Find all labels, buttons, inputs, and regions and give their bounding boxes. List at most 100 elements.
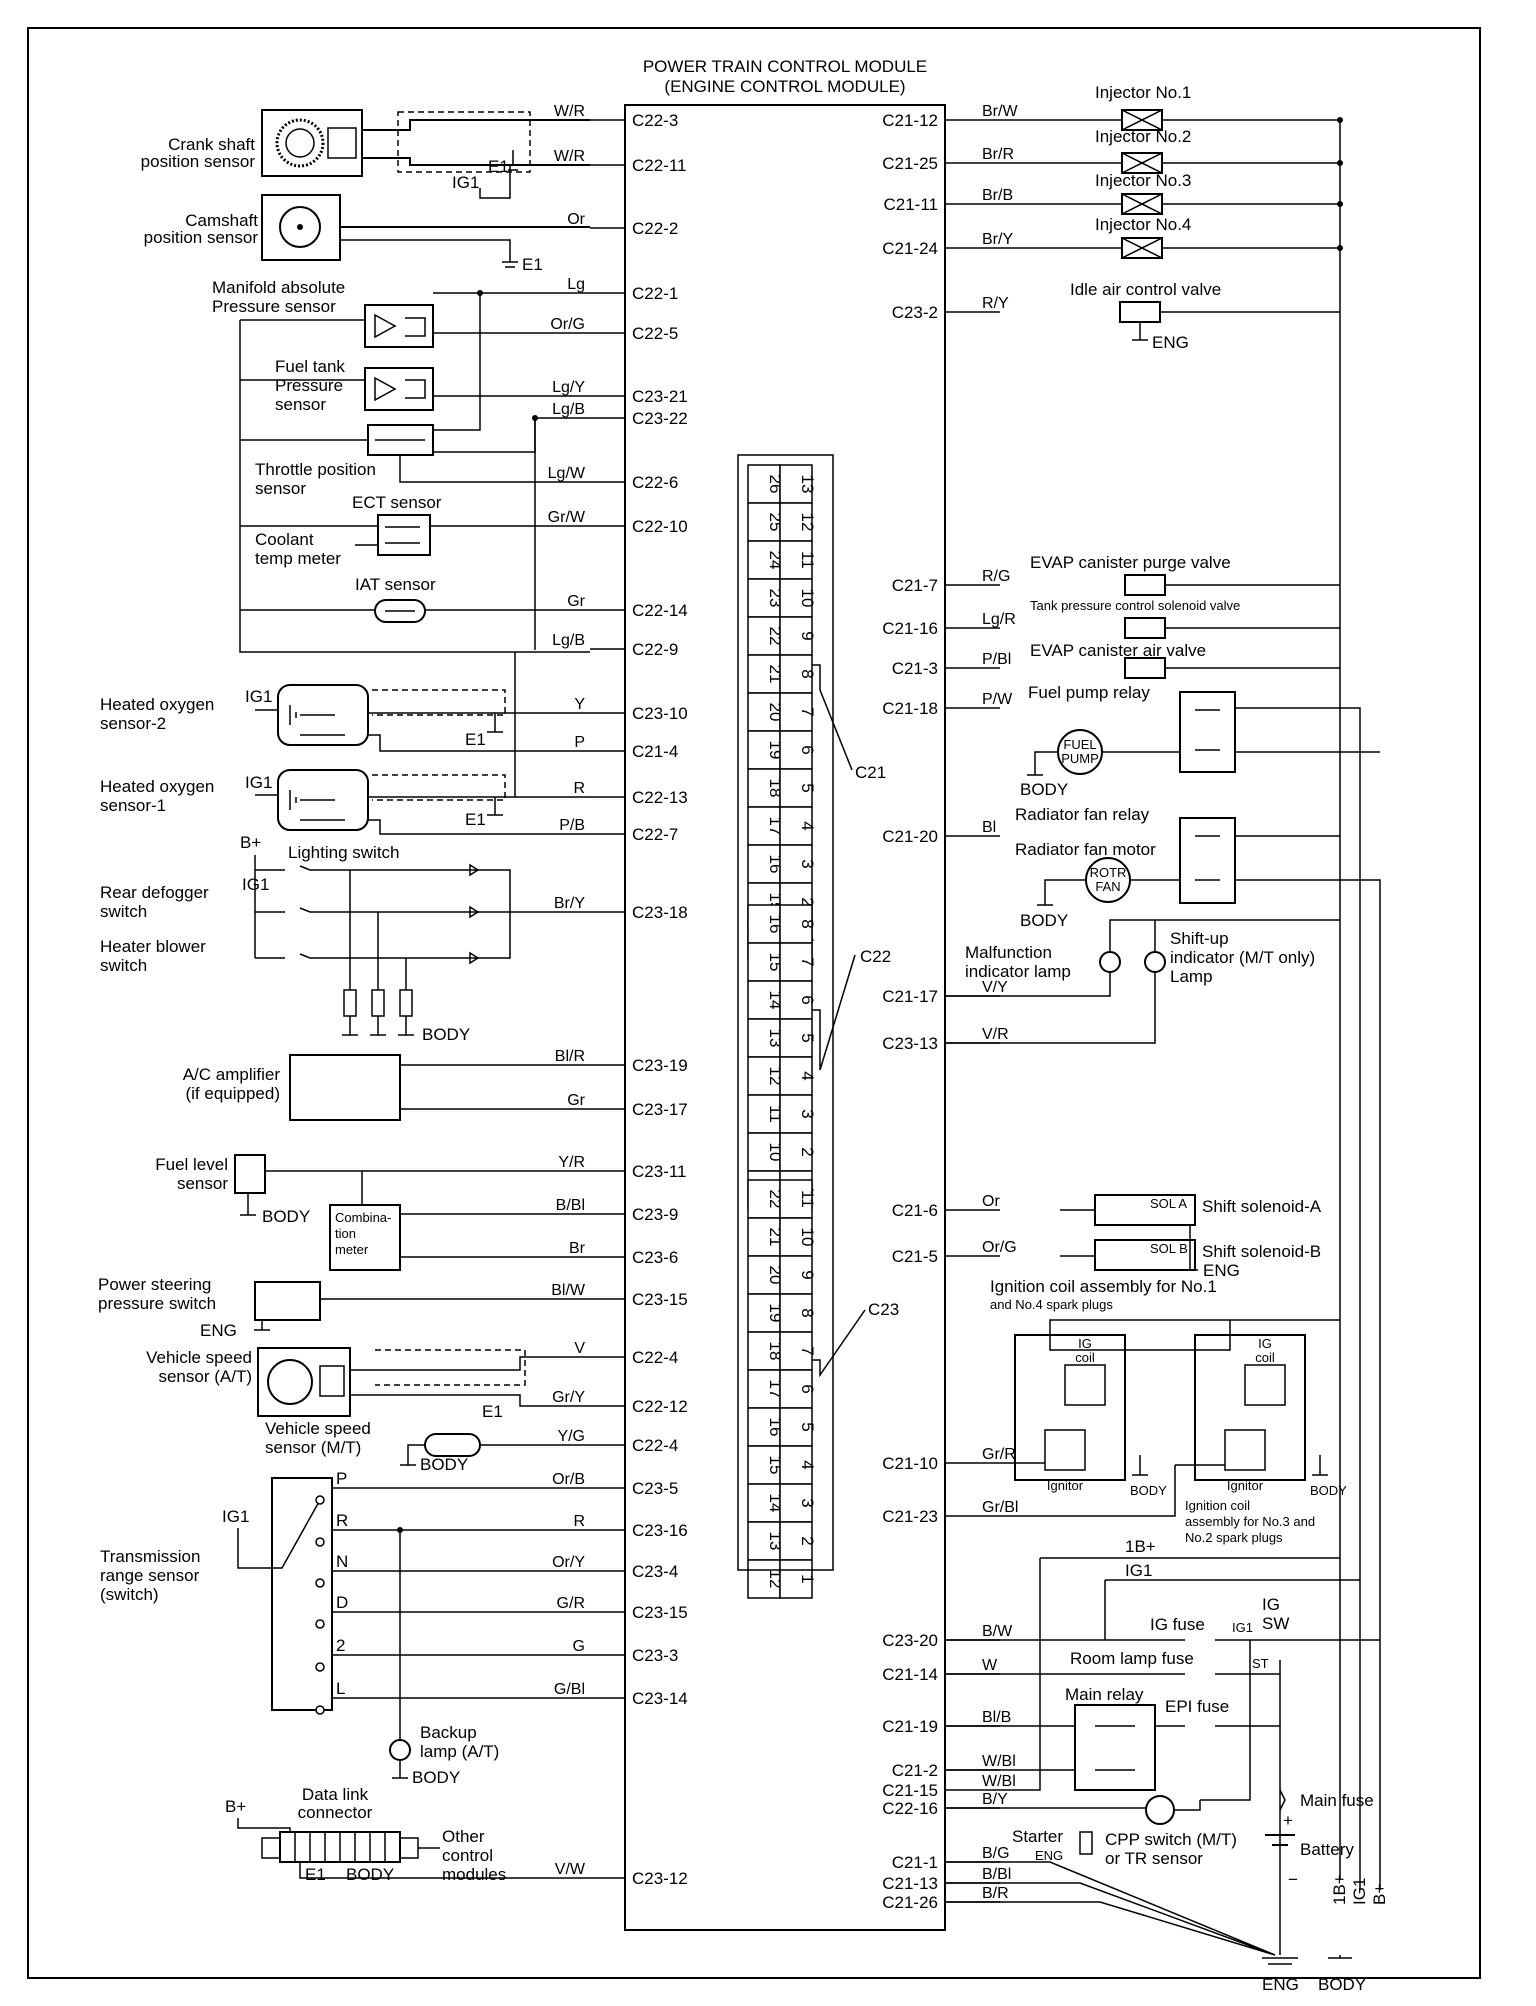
left-wire-label: W/R [554, 103, 585, 120]
combi-label-3: meter [335, 1242, 369, 1257]
connector-pin-number: 2 [798, 1147, 817, 1156]
connector-cell [779, 1132, 813, 1172]
right-pin-label: C21-7 [892, 576, 938, 595]
other-label-2: control [442, 1846, 493, 1865]
left-wire-label: Lg/Y [552, 379, 585, 396]
right-wire-label: B/W [982, 1623, 1013, 1640]
battery-plus: + [1283, 1811, 1293, 1830]
left-wire-label: V/W [555, 1861, 586, 1878]
left-wire-label: R [573, 1513, 585, 1530]
connector-cell [779, 1369, 813, 1409]
right-wire-label: Gr/R [982, 1446, 1016, 1463]
heated-oxygen-sensor-2 [277, 684, 506, 746]
sol-a-text: SOL A [1150, 1196, 1187, 1211]
heater-label-2: switch [100, 956, 147, 975]
right-wire-label: W/Bl [982, 1773, 1016, 1790]
inj1-label: Injector No.1 [1095, 83, 1191, 102]
ecm-title-line1: POWER TRAIN CONTROL MODULE [643, 57, 927, 76]
left-pin-label: C23-14 [632, 1689, 688, 1708]
ho2s2-label-2: sensor-2 [100, 714, 166, 733]
tps-label-2: sensor [255, 479, 306, 498]
vss-mt-body: BODY [420, 1455, 468, 1474]
combination-meter [329, 1204, 401, 1271]
trs-label-1: Transmission [100, 1547, 200, 1566]
left-pin-label: C23-4 [632, 1562, 678, 1581]
switch-body: BODY [422, 1025, 470, 1044]
right-pin-label: C22-16 [882, 1799, 938, 1818]
ig-sw-label-2: SW [1262, 1614, 1289, 1633]
connector-cell [779, 1521, 813, 1561]
right-wire-label: B/R [982, 1885, 1009, 1902]
left-wire-label: G [573, 1638, 585, 1655]
right-wire-label: W/Bl [982, 1753, 1016, 1770]
left-wire-label: Gr/W [548, 509, 586, 526]
fp-relay-label: Fuel pump relay [1028, 683, 1150, 702]
right-wire-label: Br/Y [982, 231, 1013, 248]
fuel-tank-pressure-sensor [364, 367, 434, 411]
connector-pin-number: 7 [798, 1346, 817, 1355]
right-pin-label: C21-26 [882, 1893, 938, 1912]
tank-press-label: Tank pressure control solenoid valve [1030, 598, 1240, 613]
right-pin-label: C21-2 [892, 1761, 938, 1780]
vss-mt-sensor [424, 1433, 481, 1457]
rad-fan-text-2: FAN [1095, 879, 1120, 894]
tps-label-1: Throttle position [255, 460, 376, 479]
transmission-range-sensor [271, 1477, 333, 1711]
right-pin-label: C21-13 [882, 1874, 938, 1893]
trs-position-label: N [336, 1552, 348, 1571]
mil-label-2: indicator lamp [965, 962, 1071, 981]
left-pin-label: C22-12 [632, 1397, 688, 1416]
left-pin-label: C22-10 [632, 517, 688, 536]
c21-label: C21 [855, 763, 886, 782]
connector-cell [779, 942, 813, 982]
right-pin-label: C23-20 [882, 1631, 938, 1650]
ignition-coil-assembly-1 [1014, 1334, 1126, 1481]
connector-pin-number: 8 [798, 1308, 817, 1317]
fuel-level-sensor [234, 1154, 266, 1194]
fuel-level-label-1: Fuel level [155, 1155, 228, 1174]
connector-pin-number: 4 [798, 821, 817, 830]
right-pin-label: C21-12 [882, 111, 938, 130]
right-wire-label: B/Bl [982, 1866, 1011, 1883]
connector-pin-number: 4 [798, 1460, 817, 1469]
epi-fuse-label: EPI fuse [1165, 1697, 1229, 1716]
connector-pin-number: 4 [798, 1071, 817, 1080]
lighting-label: Lighting switch [288, 843, 400, 862]
mil-lamp [1099, 951, 1121, 973]
left-pin-label: C22-11 [632, 156, 687, 175]
left-pin-label: C23-3 [632, 1646, 678, 1665]
shift-up-lamp [1144, 951, 1166, 973]
left-wire-label: Or [567, 211, 585, 228]
ho2s1-ig1: IG1 [245, 773, 272, 792]
ftp-label-1: Fuel tank [275, 357, 345, 376]
connector-cell [779, 980, 813, 1020]
throttle-position-sensor [367, 424, 434, 456]
left-wire-label: Bl/R [555, 1048, 585, 1065]
connector-cell [779, 502, 813, 542]
left-pin-label: C23-17 [632, 1100, 688, 1119]
right-wire-label: R/G [982, 568, 1010, 585]
ho2s1-label-2: sensor-1 [100, 796, 166, 815]
ig-fuse-label: IG fuse [1150, 1615, 1205, 1634]
connector-cell [779, 692, 813, 732]
connector-pin-number: 6 [798, 995, 817, 1004]
connector-cell [779, 1018, 813, 1058]
ho2s2-ig1: IG1 [245, 687, 272, 706]
st-label: ST [1252, 1656, 1269, 1671]
backup-lamp [389, 1739, 411, 1761]
ecm-body [624, 104, 946, 1931]
rear-def-label-2: switch [100, 902, 147, 921]
crank-e1: E1 [488, 157, 509, 176]
iat-sensor [374, 599, 426, 623]
connector-cell [747, 1094, 781, 1134]
left-pin-label: C23-10 [632, 704, 688, 723]
dlc-b-plus: B+ [225, 1797, 246, 1816]
vss-at-label-2: sensor (A/T) [158, 1367, 252, 1386]
trs-contact [315, 1662, 325, 1672]
left-wire-label: Lg/B [552, 632, 585, 649]
right-wire-label: B/G [982, 1845, 1010, 1862]
power-steering-switch [254, 1281, 321, 1321]
coolant-label-2: temp meter [255, 549, 341, 568]
dlc-e1: E1 [305, 1865, 326, 1884]
